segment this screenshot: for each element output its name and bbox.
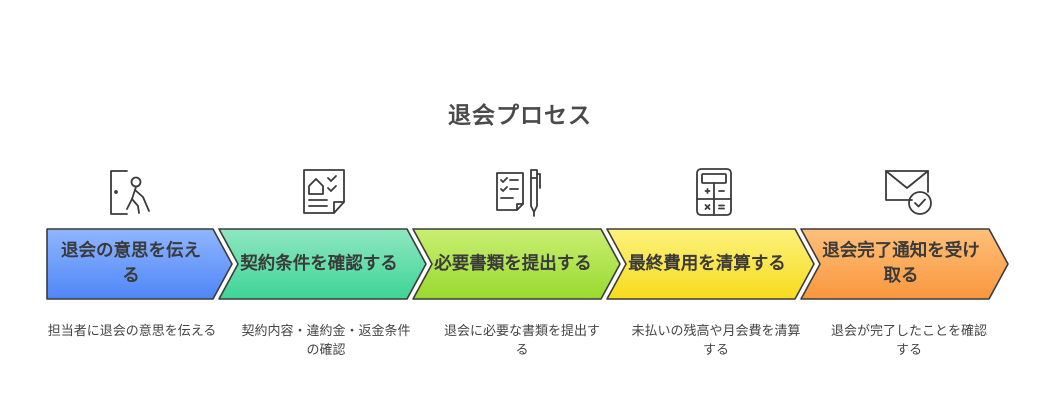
step-3-label: 必要書類を提出する (434, 253, 592, 274)
step-5-description: 退会が完了したことを確認する (830, 324, 987, 358)
step-4-label: 最終費用を清算する (628, 253, 786, 274)
step-3-description: 退会に必要な書類を提出する (443, 324, 600, 358)
arrow-step-4 (606, 228, 815, 300)
step-5-label: 退会完了通知を受け取る (822, 241, 980, 286)
arrow-step-2 (218, 228, 427, 300)
person-leaving-door-icon (105, 166, 157, 218)
arrow-step-1 (46, 228, 233, 300)
step-1-description: 担当者に退会の意思を伝える (47, 324, 217, 339)
step-1-label: 退会の意思を伝える (61, 241, 201, 286)
calculator-icon (688, 166, 740, 218)
step-2-description: 契約内容・違約金・返金条件の確認 (241, 324, 411, 358)
step-4-description: 未払いの残高や月会費を清算する (631, 324, 801, 358)
contract-document-icon (299, 166, 351, 218)
diagram-title: 退会プロセス (448, 103, 592, 129)
arrow-step-5 (800, 228, 1009, 300)
step-2-label: 契約条件を確認する (240, 253, 398, 274)
checklist-pen-icon (493, 166, 545, 218)
arrow-step-3 (412, 228, 621, 300)
envelope-check-icon (882, 166, 934, 218)
